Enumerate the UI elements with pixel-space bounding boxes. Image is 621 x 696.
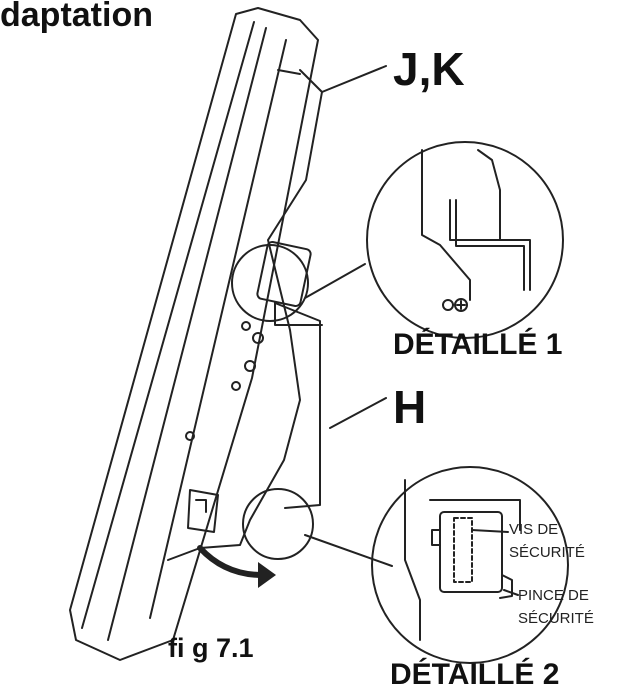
figure-caption: fi g 7.1 — [168, 633, 254, 663]
detail1-marker-circle — [231, 244, 309, 322]
label-detail-2: DÉTAILLÉ 2 — [390, 658, 560, 691]
label-detail-1: DÉTAILLÉ 1 — [393, 328, 563, 361]
label-vis-line2: SÉCURITÉ — [509, 544, 585, 561]
monitor-back-housing — [167, 69, 323, 561]
detail2-magnified-view — [371, 466, 569, 664]
callout-lines — [304, 65, 393, 567]
monitor-bezel — [69, 7, 319, 661]
label-pince-line2: SÉCURITÉ — [518, 610, 594, 627]
page-title: daptation — [0, 0, 153, 34]
label-jk: J,K — [393, 43, 465, 95]
label-vis-line1: VIS DE — [509, 521, 559, 538]
label-h: H — [393, 381, 427, 433]
bracket-h — [274, 302, 387, 509]
rotation-arrow — [197, 545, 276, 588]
label-pince-line1: PINCE DE — [518, 587, 589, 604]
detail2-marker-circle — [242, 488, 314, 560]
detail1-magnified-view — [366, 141, 564, 339]
